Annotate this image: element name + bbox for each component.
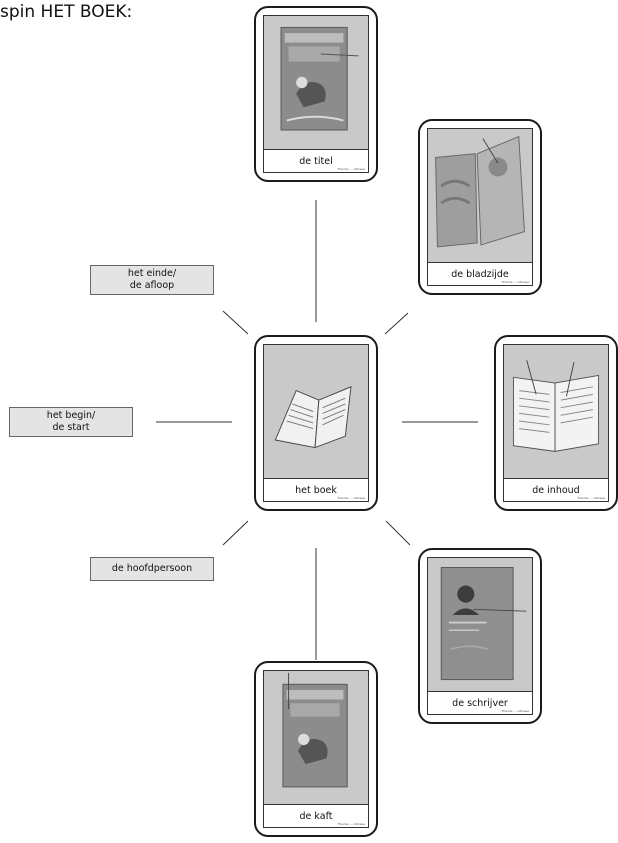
- card-caption: de bladzijde: [451, 268, 509, 280]
- label-line: de afloop: [129, 280, 175, 291]
- card-inhoud: de inhoud Thieme ... uitkiese: [494, 335, 618, 511]
- open-book-image: [264, 345, 368, 479]
- card-credit: Thieme ... uitkiese: [577, 496, 605, 500]
- card-boek: het boek Thieme ... uitkiese: [254, 335, 378, 511]
- card-caption: de titel: [299, 155, 333, 167]
- card-credit: Thieme ... uitkiese: [337, 496, 365, 500]
- card-caption: de kaft: [299, 810, 333, 822]
- page-image: [428, 129, 532, 263]
- label-line: het begin/: [46, 410, 96, 421]
- label-de-hoofdpersoon: de hoofdpersoon: [90, 557, 214, 581]
- label-het-einde: het einde/ de afloop: [90, 265, 214, 295]
- label-het-begin: het begin/ de start: [9, 407, 133, 437]
- author-book-image: [428, 558, 532, 692]
- book-cover-image: [264, 16, 368, 150]
- card-kaft: de kaft Thieme ... uitkiese: [254, 661, 378, 837]
- card-titel: de titel Thieme ... uitkiese: [254, 6, 378, 182]
- line-to-einde: [222, 310, 249, 335]
- card-credit: Thieme ... uitkiese: [501, 280, 529, 284]
- contents-page-image: [504, 345, 608, 479]
- page-title: spin HET BOEK:: [0, 2, 133, 22]
- card-credit: Thieme ... uitkiese: [501, 709, 529, 713]
- label-line: de start: [52, 422, 90, 433]
- card-caption: het boek: [295, 484, 337, 496]
- card-schrijver: de schrijver Thieme ... uitkiese: [418, 548, 542, 724]
- line-to-hoofdpersoon: [222, 520, 249, 546]
- card-credit: Thieme ... uitkiese: [337, 167, 365, 171]
- line-to-bladzijde: [384, 312, 409, 335]
- card-bladzijde: de bladzijde Thieme ... uitkiese: [418, 119, 542, 295]
- line-to-schrijver: [385, 520, 411, 546]
- card-caption: de schrijver: [452, 697, 508, 709]
- card-credit: Thieme ... uitkiese: [337, 822, 365, 826]
- label-line: de hoofdpersoon: [111, 563, 193, 574]
- card-caption: de inhoud: [532, 484, 580, 496]
- cover-image: [264, 671, 368, 805]
- label-line: het einde/: [127, 268, 177, 279]
